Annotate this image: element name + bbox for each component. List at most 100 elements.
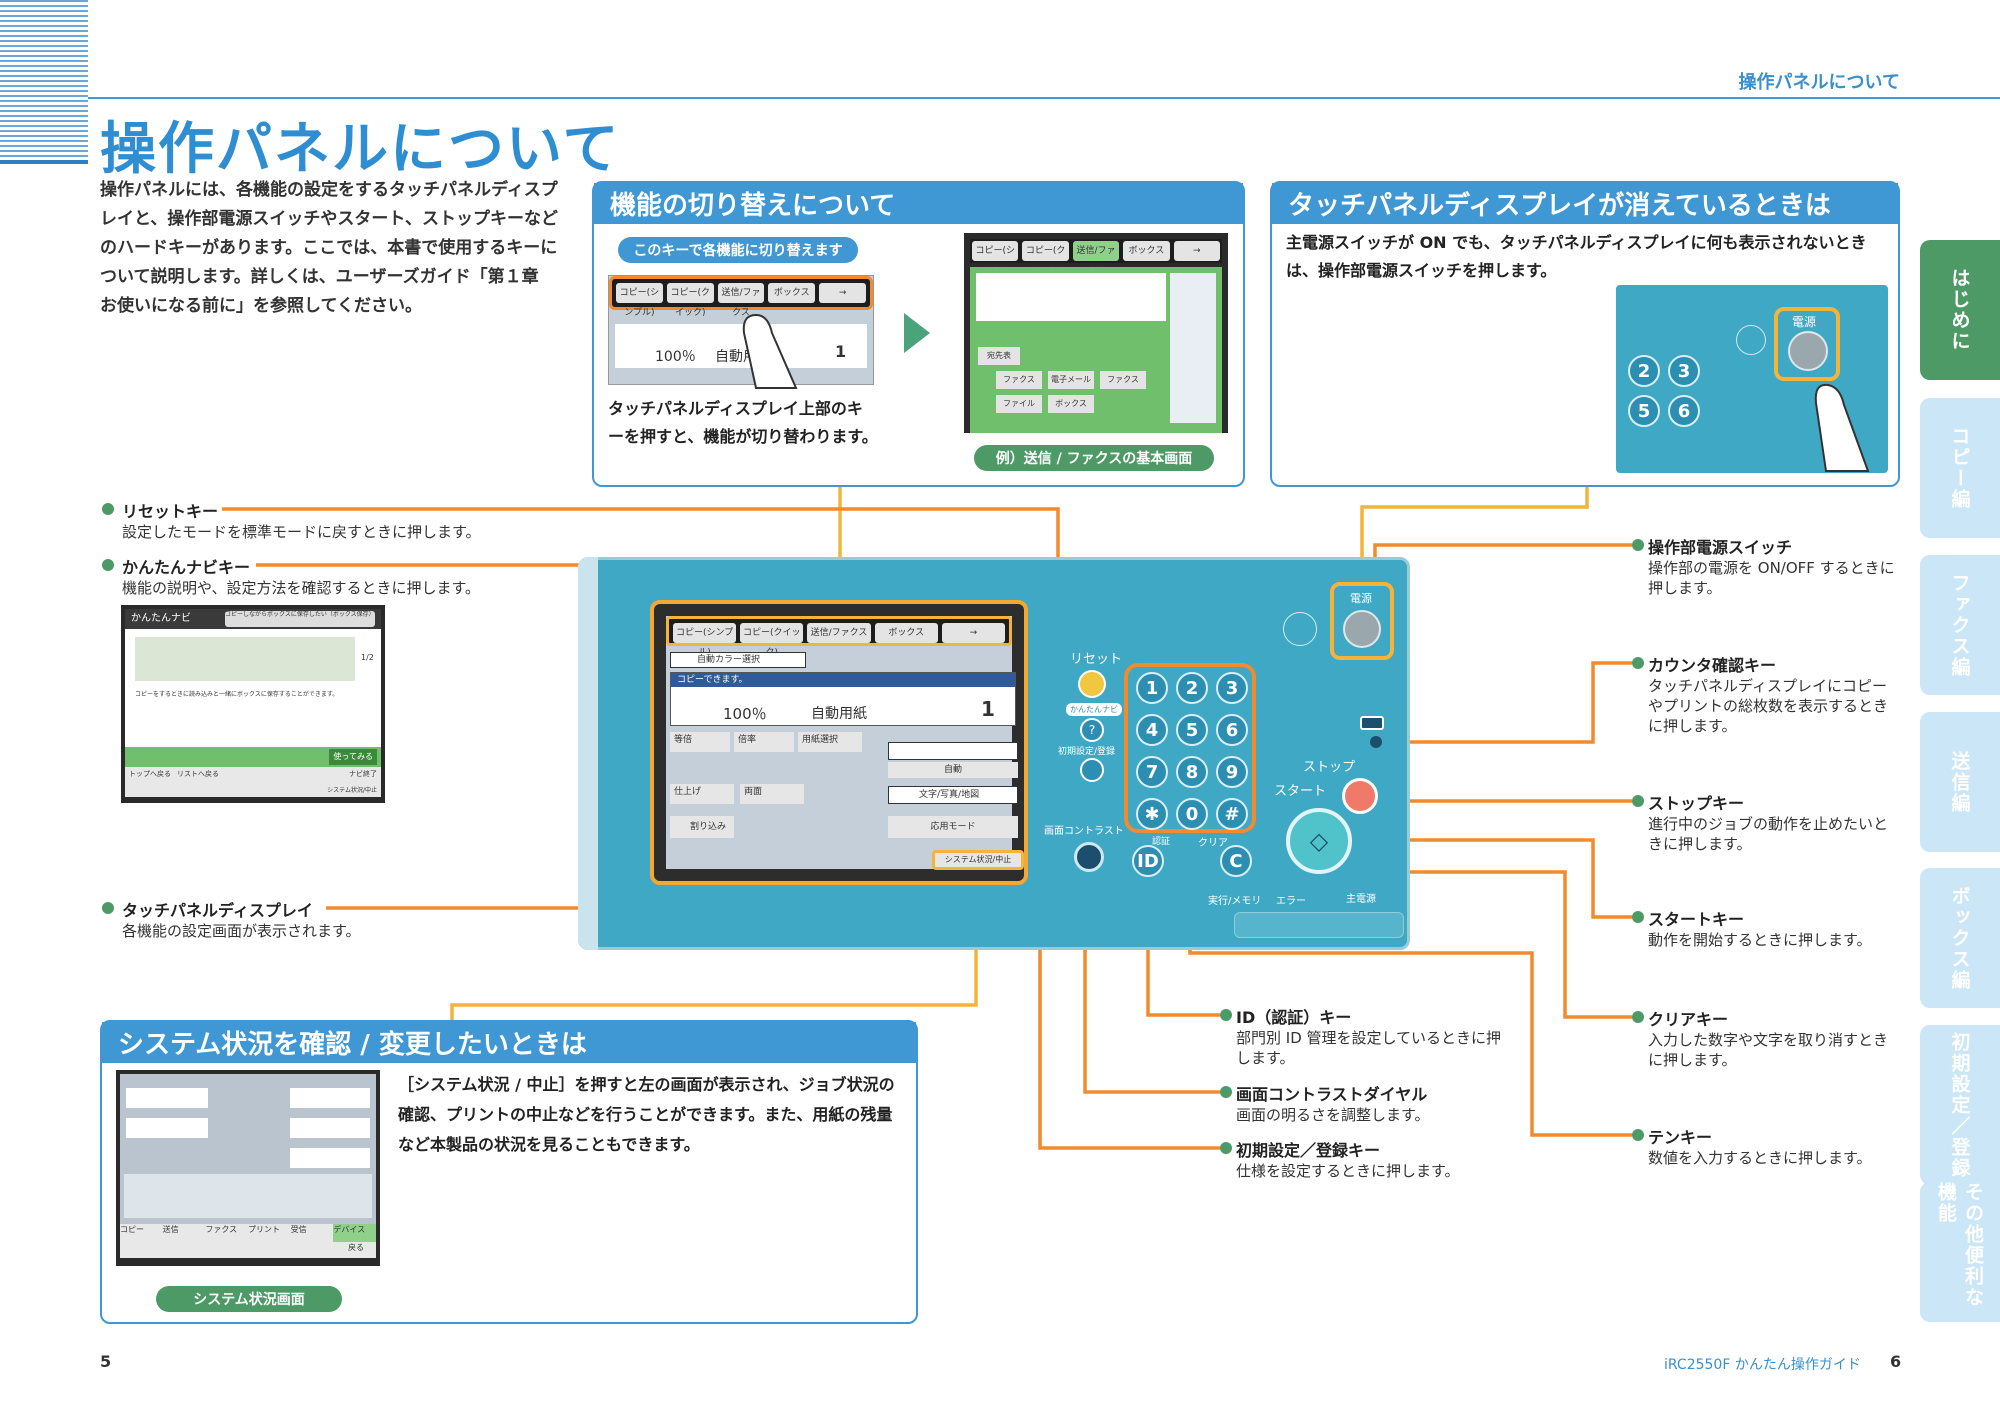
density-slider[interactable] [888,742,1018,760]
display-off-box: タッチパネルディスプレイが消えているときは 主電源スイッチが ON でも、タッチ… [1270,181,1900,487]
tenkey[interactable]: 0 [1176,798,1208,830]
system-tab[interactable]: ファクス [205,1225,238,1234]
tenkey[interactable]: 5 [1628,395,1660,427]
system-tab[interactable]: コピー [120,1225,144,1234]
tenkey[interactable]: 7 [1136,756,1168,788]
label-stop-key: ストップキー 進行中のジョブの動作を止めたいときに押します。 [1648,794,1889,853]
tenkey[interactable]: 3 [1216,672,1248,704]
counter-key[interactable] [1360,716,1384,730]
mini-tab[interactable]: ボックス [768,283,816,303]
mini-count: 1 [835,342,847,361]
panel-button-same[interactable]: 等倍 [670,732,730,752]
touch-panel-display[interactable]: コピー(シンプル) コピー(クイック) 送信/ファクス ボックス → 自動カラー… [650,600,1028,885]
color-select[interactable]: 自動カラー選択 [670,652,806,668]
system-status-button[interactable]: システム状況/中止 [932,850,1024,870]
panel-tab[interactable]: → [941,623,1006,643]
running-header: 操作パネルについて [1738,72,1900,93]
send-button[interactable]: 電子メール [1048,371,1094,389]
panel-tab[interactable]: 送信/ファクス [807,623,871,643]
image-type-select[interactable]: 文字/写真/地図 [888,786,1018,804]
send-button[interactable]: ファクス [1100,371,1146,389]
start-key[interactable]: ◇ [1286,808,1352,874]
side-tab-box[interactable]: ボックス編 [1920,868,2000,1008]
panel-count: 1 [981,697,995,721]
send-button[interactable]: ファクス [996,371,1042,389]
panel-button-special[interactable]: 応用モード [888,816,1018,838]
mini-ratio: 100％ [655,349,696,365]
reset-key[interactable] [1078,670,1106,698]
send-tab[interactable]: → [1173,241,1221,261]
label-touch-panel: タッチパネルディスプレイ 各機能の設定画面が表示されます。 [122,901,361,940]
send-tab[interactable]: コピー(クイック) [1022,241,1069,276]
panel-tab[interactable]: コピー(シンプル) [673,623,737,658]
navi-end-button[interactable]: ナビ終了 [349,770,377,778]
density-auto[interactable]: 自動 [888,762,1018,778]
tenkey[interactable]: ✱ [1136,798,1168,830]
tenkey[interactable]: 1 [1136,672,1168,704]
tenkey-pad: 1 2 3 4 5 6 7 8 9 ✱ 0 # [1136,672,1248,830]
navi-list-button[interactable]: リストへ戻る [177,770,219,778]
panel-button-paper[interactable]: 用紙選択 [798,732,862,752]
tenkey[interactable]: 5 [1176,714,1208,746]
label-settings-key: 初期設定／登録キー 仕様を設定するときに押します。 [1236,1141,1460,1180]
navi-status[interactable]: システム状況/中止 [125,785,381,797]
send-tab[interactable]: コピー(シンプル) [972,241,1019,276]
panel-tab[interactable]: ボックス [874,623,938,643]
send-button[interactable]: ボックス [1048,395,1094,413]
side-tab-send[interactable]: 送信編 [1920,712,2000,852]
panel-power-label: 電源 [1350,592,1372,605]
system-tab[interactable]: プリント [248,1225,281,1234]
settings-key[interactable] [1080,758,1104,782]
send-button[interactable]: 宛先表 [978,347,1020,365]
system-tab[interactable]: デバイス [333,1224,377,1242]
mini-tab[interactable]: 送信/ファクス [717,283,765,318]
label-contrast-dial: 画面コントラストダイヤル 画面の明るさを調整します。 [1236,1085,1430,1124]
side-tab-fax[interactable]: ファクス編 [1920,555,2000,695]
panel-button-finish[interactable]: 仕上げ [670,784,734,804]
system-back-button[interactable]: 戻る [120,1242,376,1258]
power-switch-icon[interactable] [1788,331,1828,371]
contrast-dial[interactable] [1074,842,1104,872]
tenkey[interactable]: 3 [1668,355,1700,387]
side-tab-other[interactable]: その他便利な機能 [1920,1182,2000,1322]
send-button[interactable]: ファイル [996,395,1042,413]
navi-key[interactable]: ? [1080,718,1104,742]
panel-button-duplex[interactable]: 両面 [740,784,804,804]
side-tab-settings[interactable]: 初期設定／登録 [1920,1025,2000,1185]
contrast-label: 画面コントラスト [1044,826,1124,837]
panel-button-ratio[interactable]: 倍率 [734,732,794,752]
panel-button-interrupt[interactable]: 割り込み [670,816,734,838]
tenkey[interactable]: # [1216,798,1248,830]
tenkey[interactable]: 2 [1176,672,1208,704]
label-clear-key: クリアキー 入力した数字や文字を取り消すときに押します。 [1648,1010,1889,1069]
tenkey[interactable]: 4 [1136,714,1168,746]
clear-key[interactable]: C [1220,845,1252,877]
mini-tab-bar: コピー(シンプル) コピー(クイック) 送信/ファクス ボックス → [609,276,873,318]
tenkey[interactable]: 2 [1628,355,1660,387]
tenkey-highlight [1124,663,1256,833]
send-tab[interactable]: ボックス [1123,241,1170,261]
id-key[interactable]: ID [1132,845,1164,877]
mini-tab[interactable]: コピー(クイック) [666,283,714,318]
mini-paper: 自動用 [715,349,757,365]
tenkey[interactable]: 8 [1176,756,1208,788]
mini-tab[interactable]: コピー(シンプル) [616,283,663,318]
tenkey[interactable]: 6 [1216,714,1248,746]
tenkey[interactable]: 6 [1668,395,1700,427]
stop-key[interactable] [1342,778,1378,814]
finger-icon [1814,383,1870,472]
side-tab-intro[interactable]: はじめに [1920,240,2000,380]
tenkey[interactable]: 9 [1216,756,1248,788]
panel-power-switch[interactable] [1343,610,1381,648]
page-title: 操作パネルについて [100,117,621,182]
panel-tab[interactable]: コピー(クイック) [740,623,804,658]
footer-guide-title: iRC2550F かんたん操作ガイド [1664,1357,1861,1373]
side-tab-copy[interactable]: コピー編 [1920,398,2000,538]
send-tab[interactable]: 送信/ファクス [1072,241,1120,276]
system-tab[interactable]: 受信 [290,1225,307,1234]
mini-tab[interactable]: → [819,283,866,303]
system-tab[interactable]: 送信 [162,1225,179,1234]
panel-tray [1234,912,1404,938]
navi-top-button[interactable]: トップへ戻る [129,770,171,778]
navi-try-button[interactable]: 使ってみる [329,749,377,765]
